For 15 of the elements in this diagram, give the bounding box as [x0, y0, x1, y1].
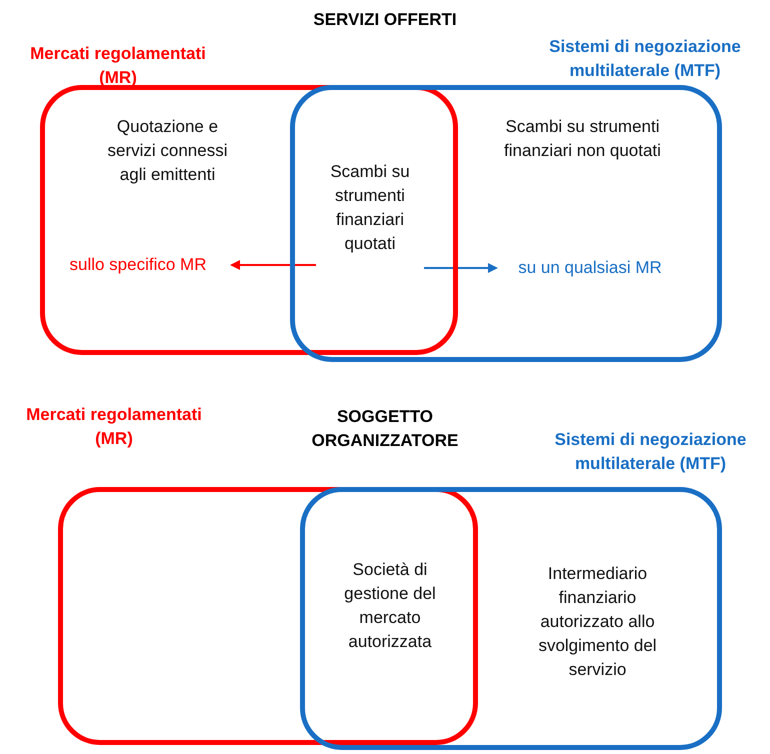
set-heading: Mercati regolamentati (MR) [25, 404, 203, 450]
set-heading: Sistemi di negoziazione multilaterale (MTF) [548, 36, 742, 82]
section-title: SERVIZI OFFERTI [312, 9, 458, 31]
arrow [230, 260, 316, 270]
set-heading: Mercati regolamentati (MR) [29, 43, 207, 89]
region-text: Società di gestione del mercato autorizzata [330, 558, 450, 654]
set-heading: Sistemi di negoziazione multilaterale (MTF) [554, 429, 748, 475]
section-title: SOGGETTO ORGANIZZATORE [310, 406, 460, 452]
region-text: Scambi su strumenti finanziari quotati [318, 160, 422, 256]
region-text: sullo specifico MR [48, 253, 228, 277]
region-text: Scambi su strumenti finanziari non quotati [490, 115, 675, 163]
region-text: su un qualsiasi MR [500, 256, 680, 280]
region-text: Intermediario finanziario autorizzato allo svolgimento del servizio [520, 562, 675, 682]
arrow [424, 263, 498, 273]
region-text: Quotazione e servizi connessi agli emittenti [95, 115, 240, 187]
